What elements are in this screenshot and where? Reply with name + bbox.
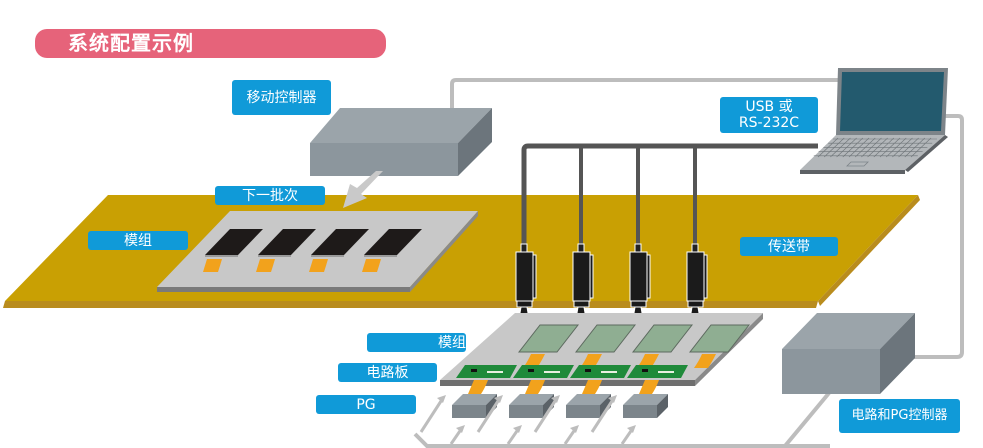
label-circuit-board: 电路板	[338, 363, 437, 382]
flex-cable	[256, 259, 275, 272]
chip	[642, 369, 648, 372]
cable-pg-controller-link	[780, 391, 831, 448]
flex-cable	[694, 354, 716, 368]
connector	[487, 371, 503, 373]
flex-cable	[639, 380, 659, 394]
connector	[658, 371, 674, 373]
label-circuit-pg-controller: 电路和PG控制器	[839, 399, 960, 433]
label-motion-controller: 移动控制器	[232, 80, 331, 115]
title-bar	[35, 29, 386, 58]
inspection-unit	[566, 324, 694, 418]
pg-box	[566, 394, 611, 418]
pg-signal-arrows	[419, 395, 636, 445]
flex-cable	[582, 380, 602, 394]
laptop-keyboard	[813, 137, 937, 158]
laptop-pc-icon	[800, 68, 948, 174]
pg-box	[623, 394, 668, 418]
chip	[528, 369, 534, 372]
label-module-top: 模组	[88, 231, 188, 250]
upper-module	[309, 229, 369, 272]
module-panel	[631, 324, 694, 353]
module-panel-edge	[258, 255, 291, 257]
circuit-board	[570, 365, 631, 378]
module-panel-edge	[205, 255, 238, 257]
label-conveyor: 传送带	[740, 237, 838, 256]
flex-cable	[468, 380, 488, 394]
connector	[544, 371, 560, 373]
module-panel	[364, 229, 422, 255]
camera-data-cable	[521, 143, 818, 245]
label-rs232c: RS-232C	[738, 115, 800, 131]
cable-pc-to-pg-controller	[897, 114, 964, 359]
inspection-unit	[623, 324, 751, 418]
motion-controller-box	[310, 108, 492, 176]
label-next-batch: 下一批次	[215, 186, 325, 205]
module-panel-edge	[364, 255, 397, 257]
pg-signal-arrow-icon	[476, 395, 522, 445]
pg-return-cable	[413, 432, 830, 448]
flex-cable	[523, 354, 545, 368]
module-panel	[311, 229, 369, 255]
flex-cable	[637, 354, 659, 368]
upper-module	[362, 229, 422, 272]
upper-module	[256, 229, 316, 272]
label-interface-usb-rs232c: USB 或 RS-232C	[720, 97, 818, 133]
pg-signal-arrow-icon	[419, 395, 465, 445]
flex-cable	[203, 259, 222, 272]
inspection-unit	[509, 324, 637, 418]
circuit-board	[456, 365, 517, 378]
flex-cable	[580, 354, 602, 368]
module-panel	[688, 324, 751, 353]
pg-signal-arrow-icon	[590, 395, 636, 445]
page-title: 系统配置示例	[68, 31, 194, 55]
chip	[471, 369, 477, 372]
module-panel	[258, 229, 316, 255]
chip	[585, 369, 591, 372]
cable-motion-controller-to-pc	[450, 78, 850, 108]
module-panel-edge	[311, 255, 344, 257]
label-module-bottom: 模组	[367, 333, 466, 352]
label-usb: USB 或	[745, 99, 793, 115]
camera-cable-drops	[579, 146, 697, 245]
upper-module	[203, 229, 263, 272]
next-batch-arrow-icon	[343, 171, 383, 208]
circuit-board	[513, 365, 574, 378]
module-panel	[517, 324, 580, 353]
pg-signal-arrow-icon	[533, 395, 579, 445]
module-panel	[205, 229, 263, 255]
module-panel	[574, 324, 637, 353]
flex-cable	[309, 259, 328, 272]
circuit-board	[627, 365, 688, 378]
connector	[601, 371, 617, 373]
label-pg: PG	[316, 395, 416, 414]
circuit-pg-controller-box	[782, 313, 915, 394]
pg-box	[509, 394, 554, 418]
pg-box	[452, 394, 497, 418]
inspection-unit	[452, 324, 580, 418]
inspection-units	[452, 324, 751, 418]
flex-cable	[525, 380, 545, 394]
upper-modules	[203, 229, 422, 272]
flex-cable	[362, 259, 381, 272]
